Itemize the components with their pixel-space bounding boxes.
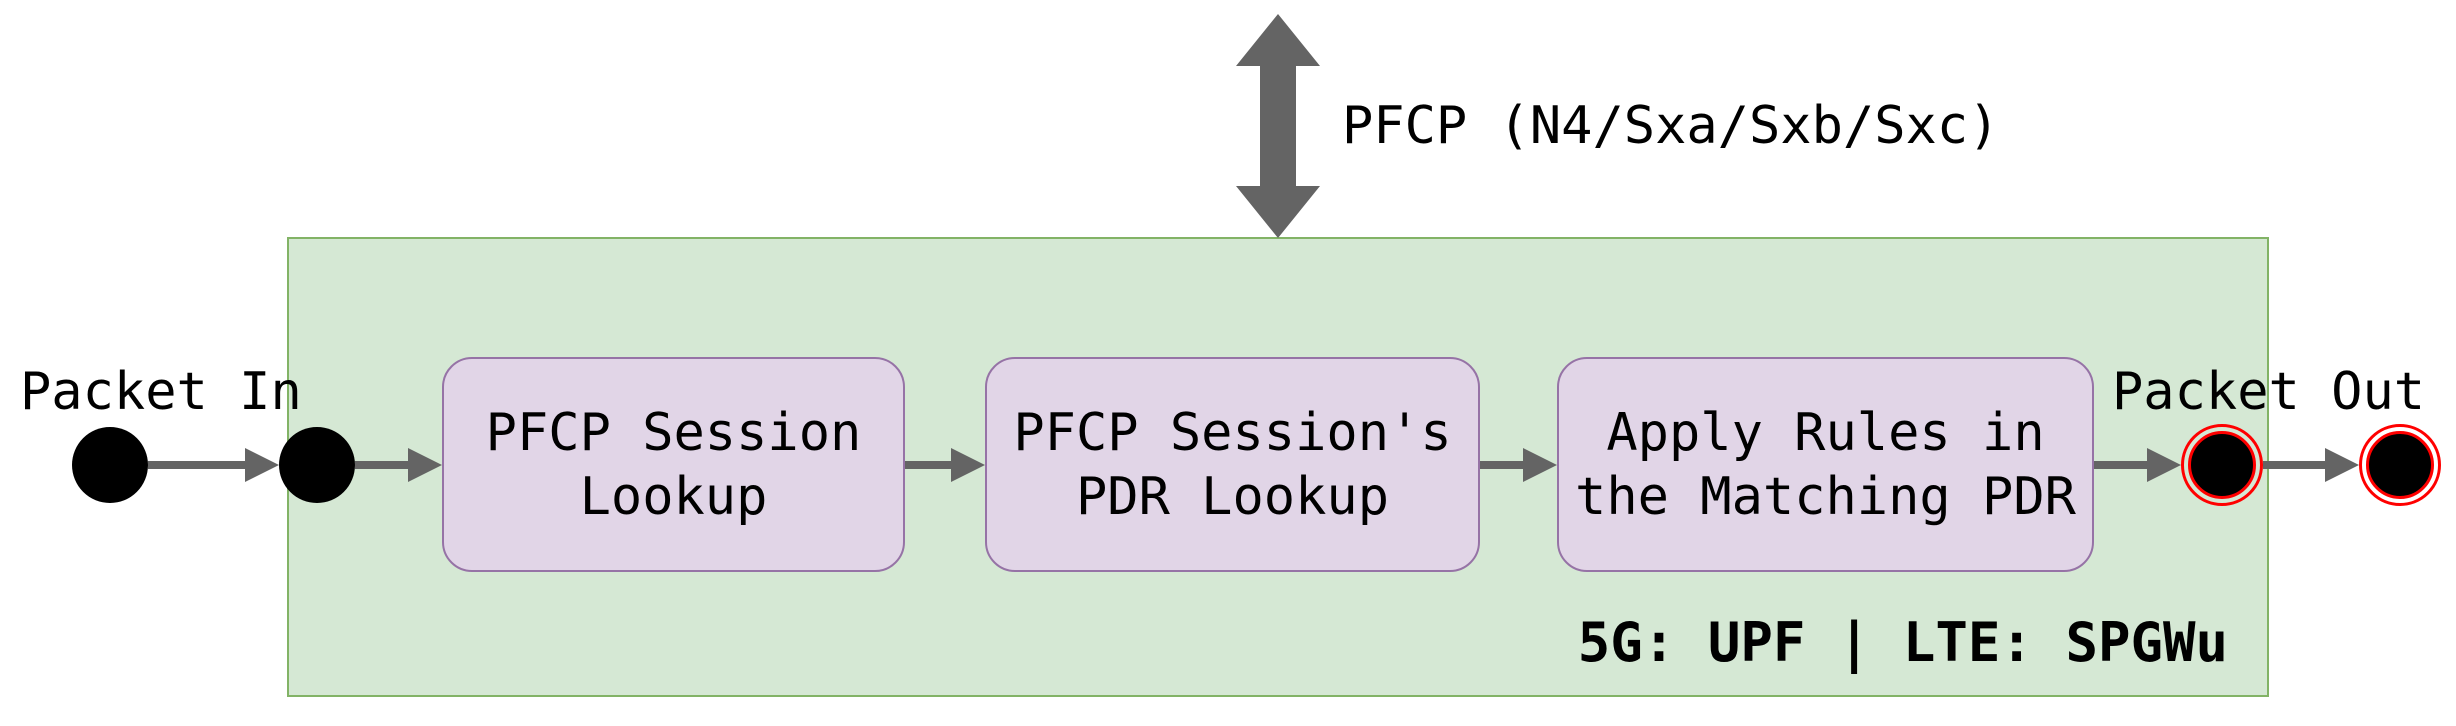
step-pdr-lookup: PFCP Session's PDR Lookup <box>985 357 1480 572</box>
flow-arrow-3 <box>905 448 985 482</box>
step-pfcp-session-lookup: PFCP Session Lookup <box>442 357 905 572</box>
node-caption: 5G: UPF | LTE: SPGWu <box>1577 611 2228 674</box>
flow-arrow-4 <box>1480 448 1557 482</box>
packet-in-start-dot <box>72 427 148 503</box>
flow-arrow-2 <box>355 448 442 482</box>
flow-arrow-6 <box>2263 448 2359 482</box>
flow-arrow-1 <box>148 448 279 482</box>
step-label: PFCP Session's PDR Lookup <box>1013 402 1452 527</box>
packet-out-final-dot <box>2359 424 2441 506</box>
packet-ingress-dot <box>279 427 355 503</box>
step-label: PFCP Session Lookup <box>485 402 862 527</box>
step-apply-rules: Apply Rules in the Matching PDR <box>1557 357 2094 572</box>
packet-egress-final-dot <box>2181 424 2263 506</box>
step-label: Apply Rules in the Matching PDR <box>1575 402 2076 527</box>
packet-in-label: Packet In <box>20 362 302 422</box>
packet-out-label: Packet Out <box>2112 362 2426 422</box>
pfcp-double-arrow-icon <box>1236 14 1320 238</box>
flow-arrow-5 <box>2094 448 2181 482</box>
pfcp-interface-label: PFCP (N4/Sxa/Sxb/Sxc) <box>1342 96 2000 156</box>
